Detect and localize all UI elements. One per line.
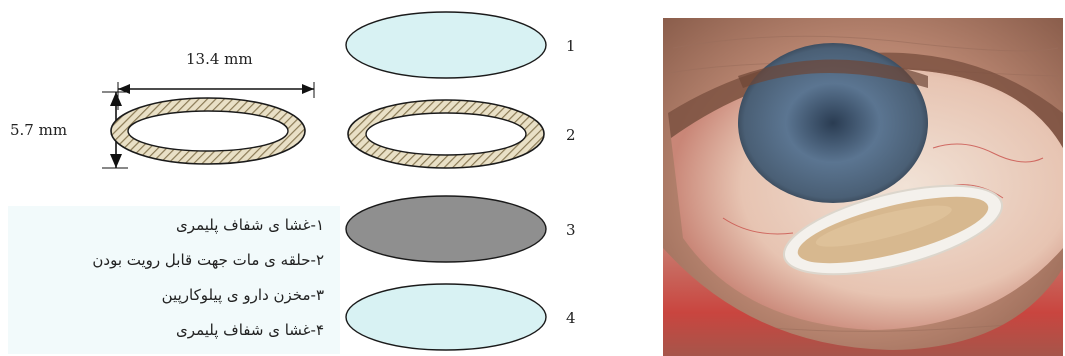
legend-item-3: ۳-مخزن دارو ی پیلوکارپین [162, 286, 324, 304]
legend-item-2: ۲-حلقه ی مات جهت قابل رویت بودن [92, 251, 324, 269]
legend-box: ۱-غشا ی شفاف پلیمری ۲-حلقه ی مات جهت قاب… [8, 206, 340, 354]
layer-1-membrane [346, 12, 546, 78]
legend-item-1: ۱-غشا ی شفاف پلیمری [176, 216, 324, 234]
height-label: 5.7 mm [10, 121, 67, 139]
width-label: 13.4 mm [186, 50, 253, 68]
layer-4-membrane [346, 284, 546, 350]
layer-3-number: 3 [566, 221, 576, 239]
layer-3-reservoir [346, 196, 546, 262]
layer-2-ring [348, 100, 544, 168]
legend-item-4: ۴-غشا ی شفاف پلیمری [176, 321, 324, 339]
layer-2-number: 2 [566, 126, 576, 144]
layer-4-number: 4 [566, 309, 576, 327]
layer-1-number: 1 [566, 37, 576, 55]
eye-photo [663, 18, 1063, 356]
dimensioned-ring [111, 98, 305, 164]
